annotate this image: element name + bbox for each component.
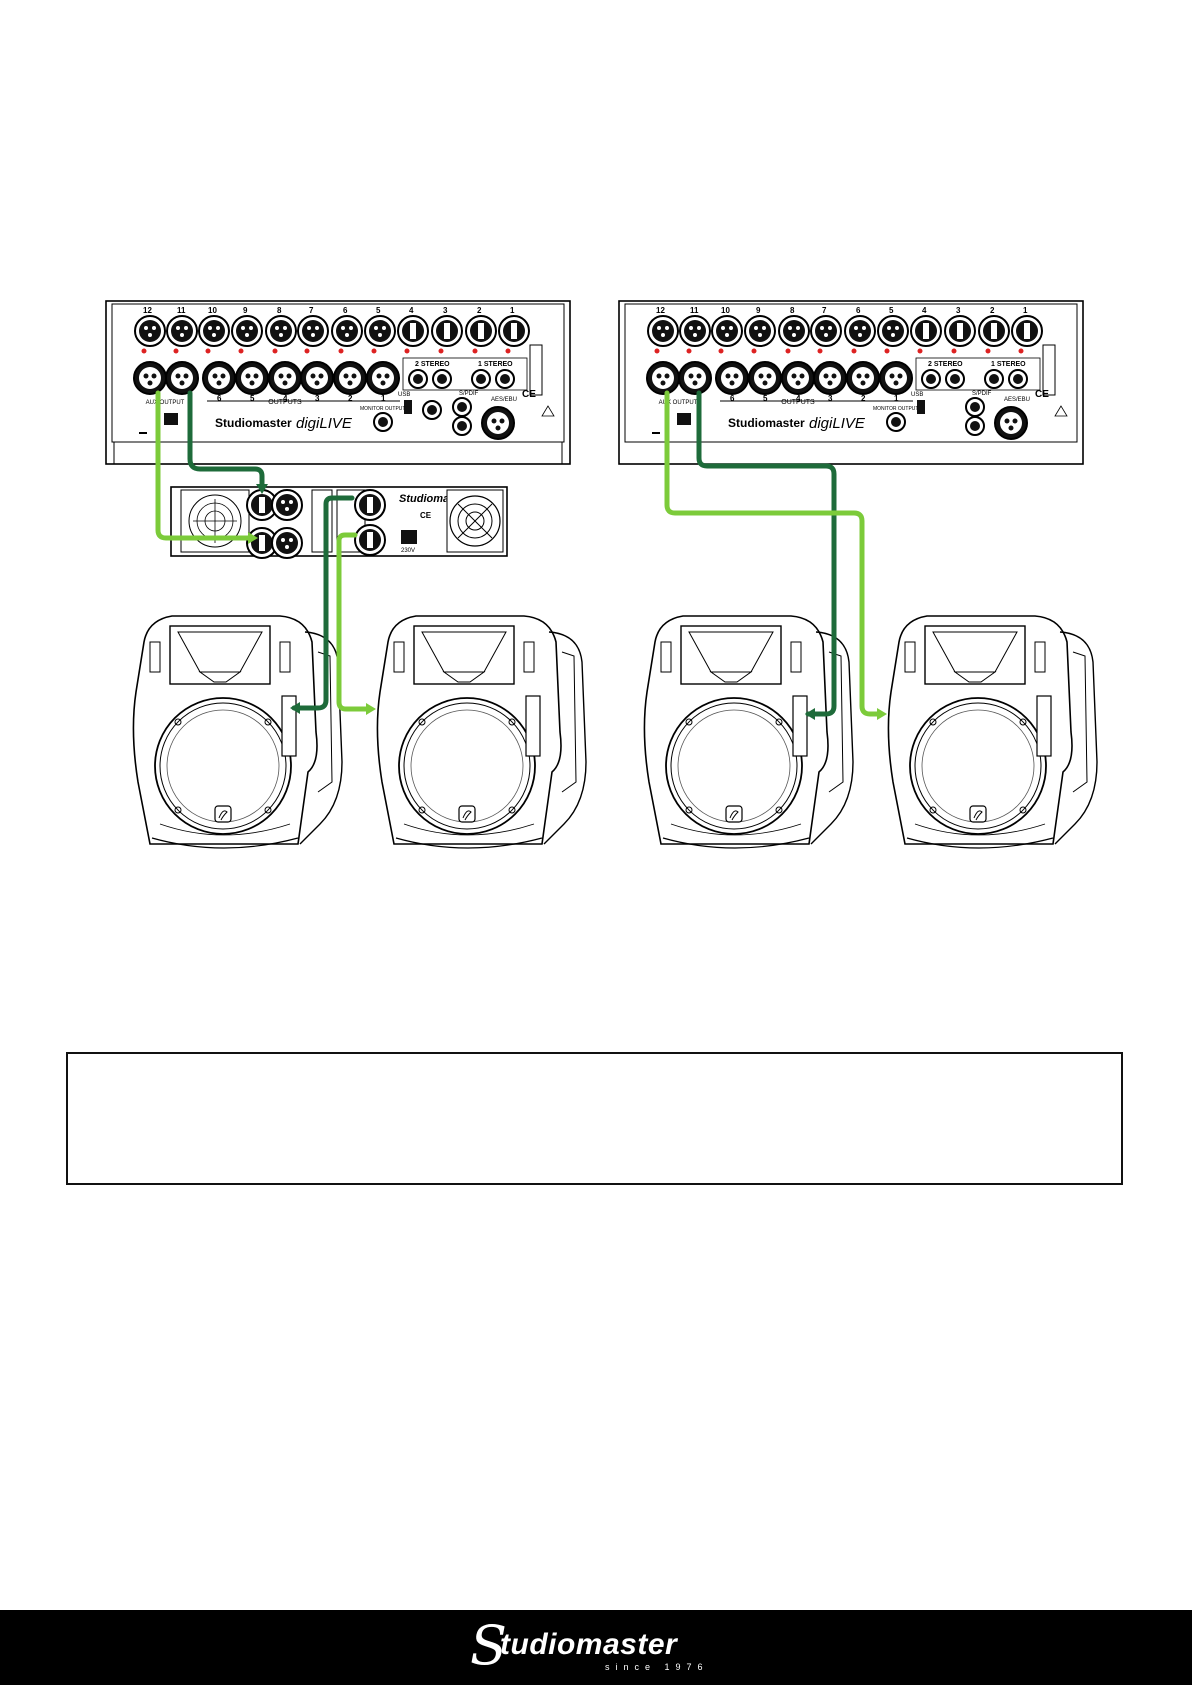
output-label-6-right: 6: [730, 394, 735, 403]
mic-label-11: 11: [177, 306, 186, 315]
note-box: [66, 1052, 1123, 1185]
stereo-1-label-left: 1 STEREO: [478, 361, 513, 368]
usb-label-right: USB: [911, 392, 923, 398]
output-label-4-right: 4: [796, 394, 801, 403]
mic-labels-left: 12 11 10 9 8 7 6 5 4 3 2 1: [143, 306, 515, 315]
amp-ce-mark: CE: [420, 511, 432, 520]
mixer-left: 12 11 10 9 8 7 6 5 4 3 2 1 OUTPUTS: [105, 300, 571, 465]
mic-label-9-right: 9: [756, 306, 761, 315]
aes-label-left: AES/EBU: [491, 397, 517, 403]
outputs-label-right: OUTPUTS: [781, 399, 815, 406]
monitor-label-left: MONITOR OUTPUT: [360, 406, 405, 412]
mic-label-3: 3: [443, 306, 448, 315]
mixer-brand-left: Studiomaster: [215, 416, 292, 430]
logo-letter: S: [470, 1614, 507, 1677]
output-label-5: 5: [250, 394, 255, 403]
logo-tagline: since 1976: [605, 1662, 709, 1672]
mic-label-2-right: 2: [990, 306, 995, 315]
output-label-6: 6: [217, 394, 222, 403]
mic-label-3-right: 3: [956, 306, 961, 315]
mic-label-7-right: 7: [822, 306, 827, 315]
aux-output-label-left: AUX OUTPUT: [146, 400, 185, 406]
mic-label-6: 6: [343, 306, 348, 315]
studiomaster-logo: S tudiomaster since 1976: [470, 1614, 730, 1678]
mic-label-12: 12: [143, 306, 152, 315]
output-label-5-right: 5: [763, 394, 768, 403]
connection-diagram: 12 11 10 9 8 7 6 5 4 3 2 1 OUTPUTS: [105, 300, 1098, 849]
spdif-label-left: S/PDIF: [459, 391, 479, 397]
amp-voltage: 230V: [401, 548, 415, 554]
mixer-right: 12 11 10 9 8 7 6 5 4 3 2 1 OUTPUTS: [618, 300, 1084, 465]
mic-labels-right: 12 11 10 9 8 7 6 5 4 3 2 1: [656, 306, 1028, 315]
aux-output-label-right: AUX OUTPUT: [659, 400, 698, 406]
mic-label-11-right: 11: [690, 306, 699, 315]
cable-right-dark: [696, 390, 837, 717]
cable-right-light: [664, 390, 882, 717]
cable-left-light-mixer-amp: [155, 390, 255, 541]
cable-left-dark-amp-speaker: [291, 495, 355, 711]
speaker-4: [887, 615, 1098, 849]
mic-label-4-right: 4: [922, 306, 927, 315]
mic-label-1: 1: [510, 306, 515, 315]
output-label-2-right: 2: [861, 394, 866, 403]
output-label-1: 1: [381, 394, 386, 403]
output-label-4: 4: [283, 394, 288, 403]
speaker-2: [376, 615, 587, 849]
mic-label-5-right: 5: [889, 306, 894, 315]
ce-mark-left: CE: [522, 389, 536, 400]
stereo-2-label-left: 2 STEREO: [415, 361, 450, 368]
aes-label-right: AES/EBU: [1004, 397, 1030, 403]
mic-label-10: 10: [208, 306, 217, 315]
speaker-1: [132, 615, 343, 849]
monitor-label-right: MONITOR OUTPUT: [873, 406, 918, 412]
cable-left-light-amp-speaker: [336, 532, 371, 712]
usb-label-left: USB: [398, 392, 410, 398]
mic-label-9: 9: [243, 306, 248, 315]
logo-text: tudiomaster: [500, 1628, 678, 1661]
mic-label-1-right: 1: [1023, 306, 1028, 315]
cable-left-dark-mixer-amp: [187, 390, 265, 489]
mixer-model-left: digiLIVE: [296, 415, 353, 432]
output-label-1-right: 1: [894, 394, 899, 403]
mixer-brand-right: Studiomaster: [728, 416, 805, 430]
ce-mark-right: CE: [1035, 389, 1049, 400]
cables: [155, 390, 887, 720]
mic-label-4: 4: [409, 306, 414, 315]
spdif-label-right: S/PDIF: [972, 391, 992, 397]
mic-label-7: 7: [309, 306, 314, 315]
mic-label-10-right: 10: [721, 306, 730, 315]
speaker-3: [643, 615, 854, 849]
mic-label-8: 8: [277, 306, 282, 315]
stereo-2-label-right: 2 STEREO: [928, 361, 963, 368]
mic-label-12-right: 12: [656, 306, 665, 315]
stereo-1-label-right: 1 STEREO: [991, 361, 1026, 368]
mic-label-6-right: 6: [856, 306, 861, 315]
mixer-model-right: digiLIVE: [809, 415, 866, 432]
output-label-3-right: 3: [828, 394, 833, 403]
outputs-label-left: OUTPUTS: [268, 399, 302, 406]
mic-label-8-right: 8: [790, 306, 795, 315]
footer: [0, 1610, 1192, 1685]
output-label-3: 3: [315, 394, 320, 403]
output-label-2: 2: [348, 394, 353, 403]
mic-label-2: 2: [477, 306, 482, 315]
mic-label-5: 5: [376, 306, 381, 315]
